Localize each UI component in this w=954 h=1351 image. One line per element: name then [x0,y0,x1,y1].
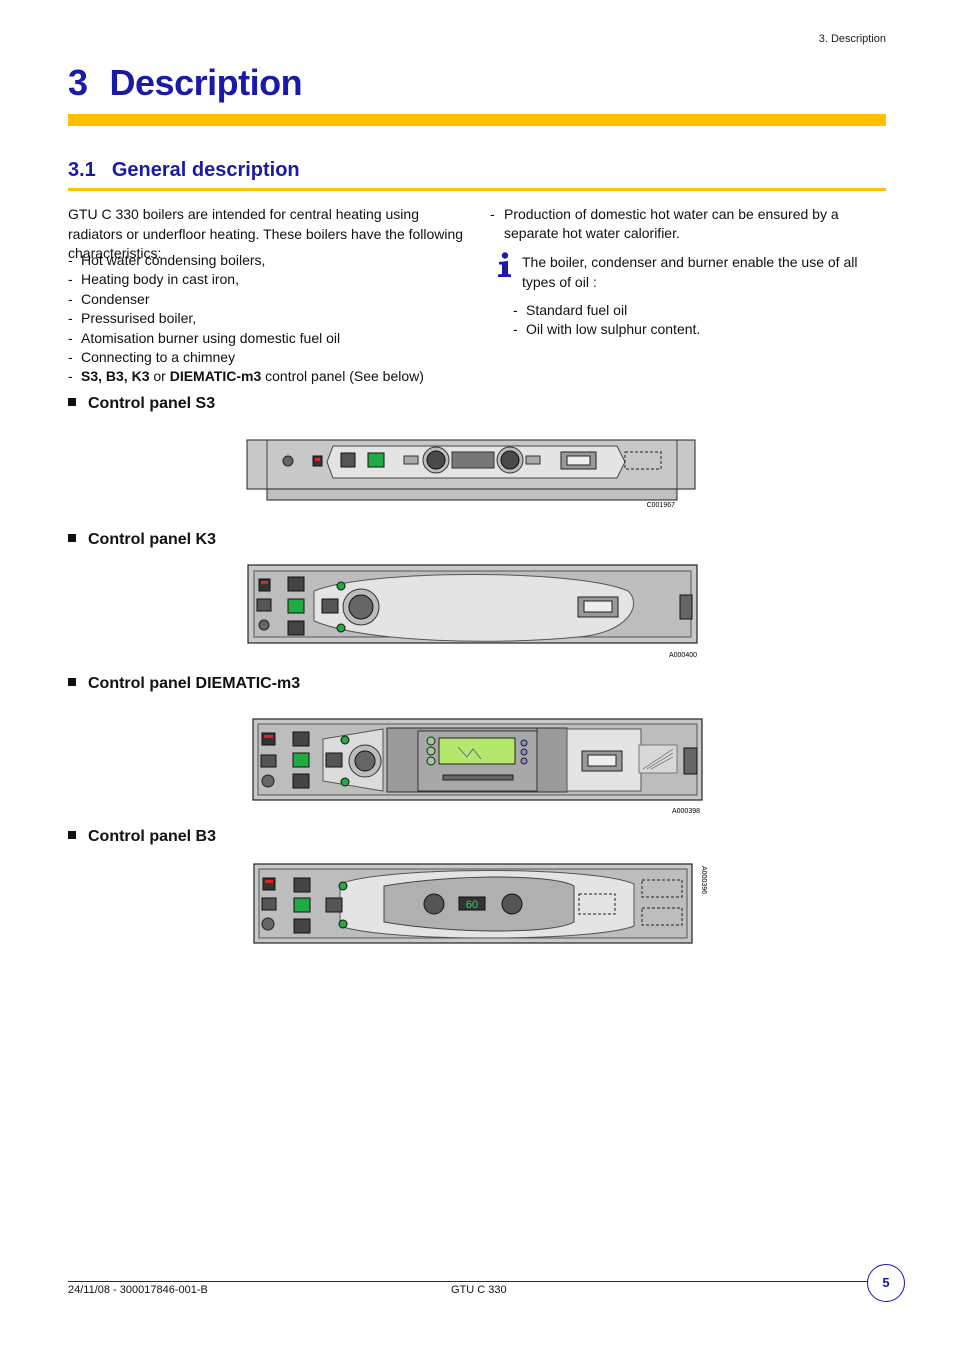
characteristics-list: Hot water condensing boilers, Heating bo… [68,251,468,387]
running-header: 3. Description [818,33,886,45]
bullet-square-icon [68,678,76,686]
panel-heading-diematic-text: Control panel DIEMATIC-m3 [88,675,301,692]
section-title-text: General description [111,159,300,181]
list-item: Pressurised boiler, [68,309,468,329]
footer-product: GTU C 330 [451,1284,507,1296]
list-item: Atomisation burner using domestic fuel o… [68,329,468,349]
panel-heading-diematic: Control panel DIEMATIC-m3 [68,675,300,693]
panel-heading-s3: Control panel S3 [68,395,215,413]
control-panel-b3-drawing: 60 A000396 [253,863,707,944]
bullet-square-icon [68,831,76,839]
chapter-title: 3 Description [68,62,303,104]
figure-ref-s3: C001967 [647,502,676,509]
list-item: Hot water condensing boilers, [68,251,468,271]
control-panel-s3-drawing: C001967 [246,439,696,509]
panel-heading-s3-text: Control panel S3 [88,395,216,412]
chapter-title-text: Description [109,62,303,103]
bullet-square-icon [68,398,76,406]
chapter-number: 3 [68,62,88,103]
section-number: 3.1 [68,159,96,181]
info-note: The boiler, condenser and burner enable … [522,254,858,290]
figure-ref-diematic: A000398 [672,808,700,815]
figure-ref-b3: A000396 [700,866,707,894]
oil-types-list: Standard fuel oil Oil with low sulphur c… [513,301,883,340]
panel-heading-b3: Control panel B3 [68,828,216,846]
list-item: Standard fuel oil [513,301,883,321]
panel-diematic-bold: DIEMATIC-m3 [169,368,262,385]
control-panel-k3-drawing: A000400 [247,564,698,659]
list-item: Heating body in cast iron, [68,270,468,290]
figure-ref-k3: A000400 [669,652,697,659]
panel-names-bold: S3, B3, K3 [81,368,150,385]
info-icon [498,252,511,277]
section-rule [68,188,886,191]
panel-heading-k3: Control panel K3 [68,531,216,549]
panel-heading-b3-text: Control panel B3 [88,828,217,845]
calorifier-list: Production of domestic hot water can be … [490,205,888,244]
bullet-square-icon [68,534,76,542]
panel-heading-k3-text: Control panel K3 [88,531,217,548]
b3-display-readout: 60 [466,899,478,911]
list-item: Condenser [68,290,468,310]
panel-names-rest: control panel (See below) [261,368,424,385]
list-item: Oil with low sulphur content. [513,320,883,340]
list-item: Connecting to a chimney [68,348,468,368]
control-panel-diematic-drawing: A000398 [252,718,703,815]
page-number: 5 [867,1264,905,1302]
footer-rule [68,1281,868,1282]
list-item-control-panels: S3, B3, K3 or DIEMATIC-m3 control panel … [68,367,468,387]
footer-doc-ref: 24/11/08 - 300017846-001-B [68,1284,208,1296]
section-title: 3.1 General description [68,159,300,182]
panel-names-or: or [149,368,170,385]
chapter-bar [68,114,886,126]
list-item: Production of domestic hot water can be … [490,205,888,244]
